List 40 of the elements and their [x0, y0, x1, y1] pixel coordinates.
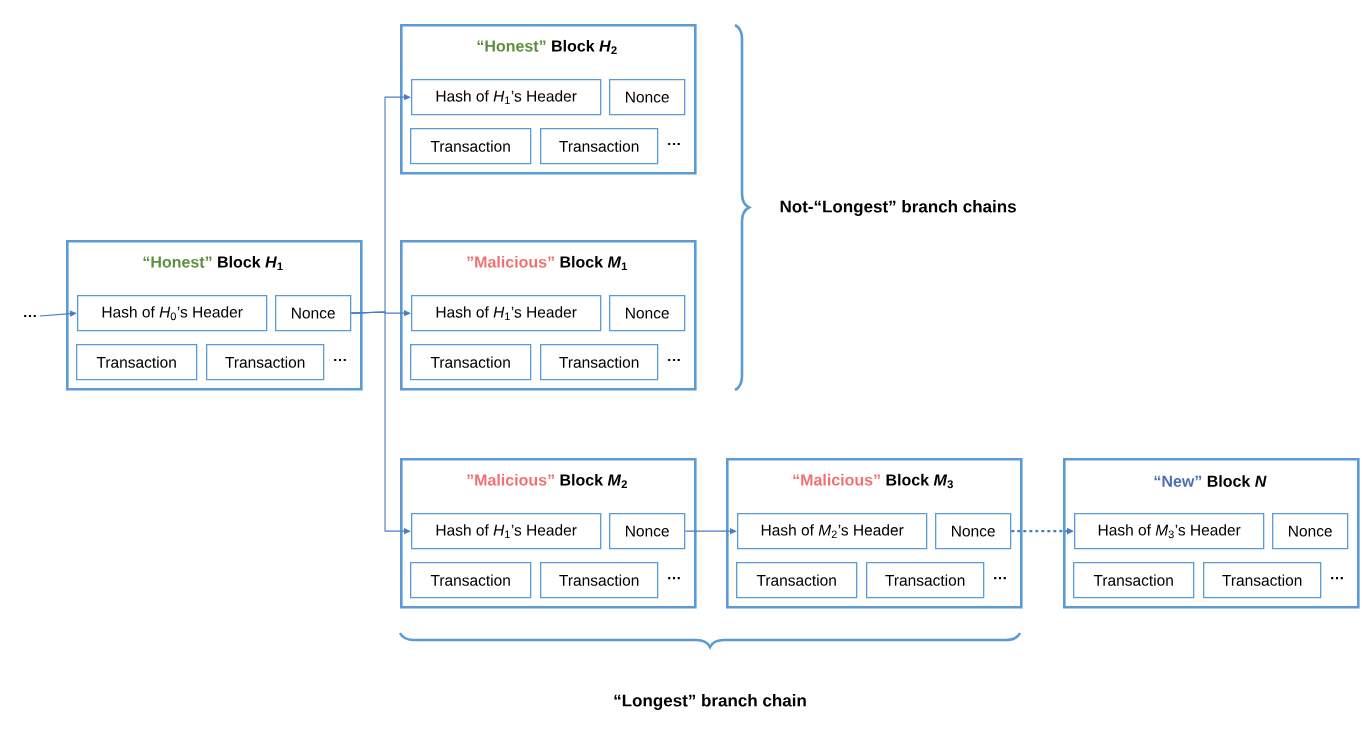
hash-field: Hash of H$_{1}$’s Header — [411, 295, 602, 332]
nonce-field: Nonce — [275, 295, 352, 332]
transaction-field: Transaction — [410, 562, 532, 599]
hash-field: Hash of H$_{1}$’s Header — [411, 79, 602, 116]
block-title: “Honest” Block H$_{2}$ — [477, 39, 617, 55]
ellipsis: … — [668, 576, 680, 580]
brace-label: Not-“Longest” branch chains — [780, 200, 1016, 216]
block-title: “Malicious” Block M$_{3}$ — [793, 473, 953, 489]
block-title: “New” Block N — [1154, 475, 1267, 487]
block-title: ”Malicious” Block M$_{2}$ — [467, 473, 627, 489]
arrow — [39, 310, 77, 317]
transaction-field: Transaction — [540, 562, 659, 599]
transaction-field: Transaction — [1073, 562, 1195, 599]
block-title: ”Malicious” Block M$_{1}$ — [467, 255, 628, 271]
transaction-field: Transaction — [410, 128, 532, 165]
ellipsis: … — [334, 358, 346, 362]
brace-label: “Longest” branch chain — [614, 694, 806, 710]
transaction-field: Transaction — [866, 562, 985, 599]
hash-field: Hash of M$_{3}$’s Header — [1074, 513, 1265, 550]
nonce-field: Nonce — [1272, 513, 1349, 550]
hash-field: Hash of M$_{2}$’s Header — [737, 513, 928, 550]
nonce-field: Nonce — [609, 295, 686, 332]
ellipsis: … — [1331, 576, 1343, 580]
transaction-field: Transaction — [736, 562, 858, 599]
block-title: “Honest” Block H$_{1}$ — [143, 255, 283, 271]
transaction-field: Transaction — [410, 344, 532, 381]
nonce-field: Nonce — [609, 79, 686, 116]
transaction-field: Transaction — [540, 128, 659, 165]
hash-field: Hash of H$_{0}$’s Header — [77, 295, 268, 332]
transaction-field: Transaction — [1203, 562, 1322, 599]
transaction-field: Transaction — [76, 344, 198, 381]
ellipsis: … — [994, 576, 1006, 580]
transaction-field: Transaction — [206, 344, 325, 381]
ellipsis: … — [668, 358, 680, 362]
ellipsis: … — [24, 314, 36, 318]
transaction-field: Transaction — [540, 344, 659, 381]
ellipsis: … — [668, 142, 680, 146]
nonce-field: Nonce — [609, 513, 686, 550]
nonce-field: Nonce — [935, 513, 1012, 550]
hash-field: Hash of H$_{1}$’s Header — [411, 513, 602, 550]
